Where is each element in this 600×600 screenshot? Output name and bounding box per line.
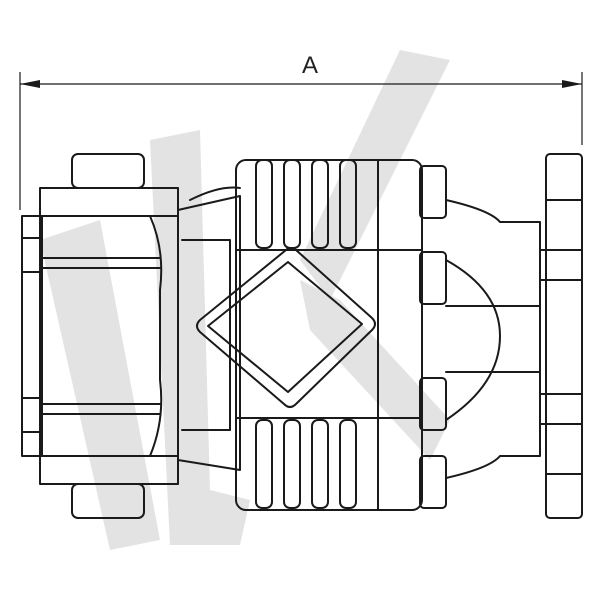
cross-spider — [196, 247, 376, 408]
dimension-label: A — [301, 52, 318, 79]
dimension-line — [19, 72, 583, 210]
left-flange-block — [21, 153, 179, 519]
center-ribbed-body — [235, 159, 423, 511]
watermark-logo — [40, 50, 450, 550]
right-flange — [539, 153, 583, 519]
right-yoke — [419, 165, 541, 509]
